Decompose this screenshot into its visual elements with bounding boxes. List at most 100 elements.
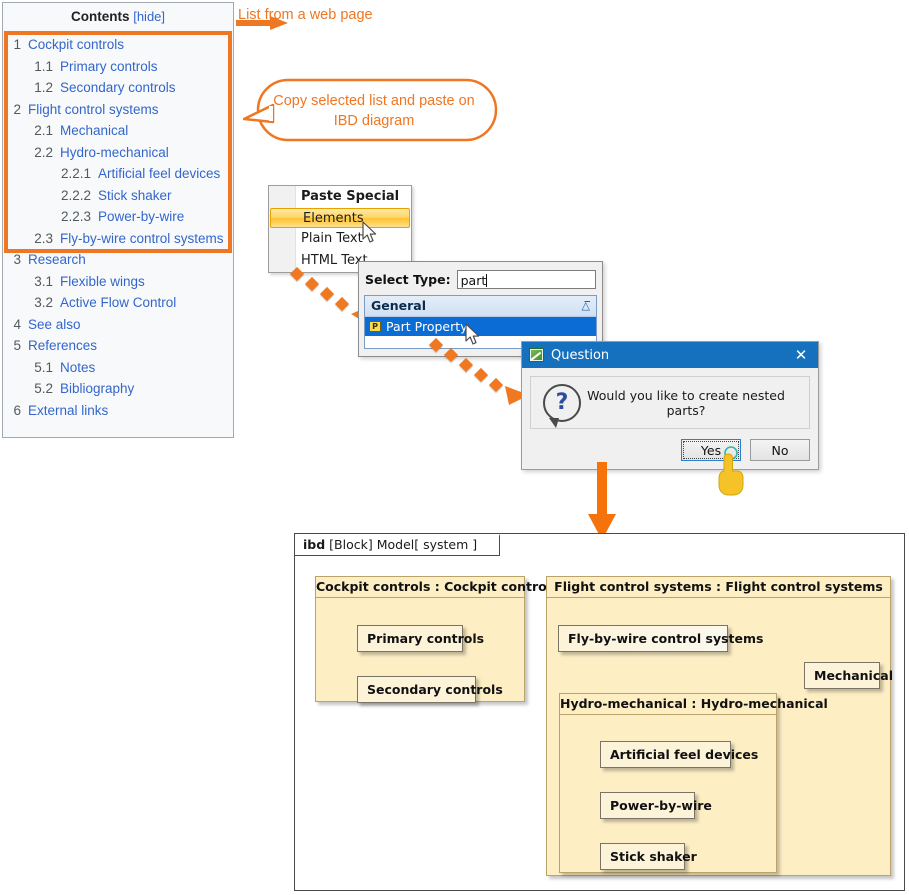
- type-item-label: Part Property: [386, 319, 468, 334]
- toc-item[interactable]: 2.1 Mechanical: [3, 120, 233, 142]
- part-fly-by-wire-control-systems[interactable]: Fly-by-wire control systems: [558, 625, 763, 652]
- frame-type: [Block] Model: [329, 537, 415, 552]
- part-mechanical[interactable]: Mechanical: [804, 662, 893, 689]
- toc-item-label[interactable]: Power-by-wire: [98, 209, 185, 224]
- toc-item[interactable]: 2.3 Fly-by-wire control systems: [3, 228, 233, 250]
- toc-item-number: 2.3: [34, 230, 53, 246]
- type-item-part-property[interactable]: P Part Property: [365, 317, 596, 336]
- toc-item[interactable]: 1.1 Primary controls: [3, 56, 233, 78]
- contents-hide-link[interactable]: [hide]: [133, 9, 166, 24]
- toc-item-number: 5.1: [34, 359, 53, 375]
- question-glyph: ?: [555, 389, 569, 415]
- select-type-label: Select Type:: [365, 272, 451, 287]
- toc-item[interactable]: 2.2.3 Power-by-wire: [3, 206, 233, 228]
- part-property-icon: P: [369, 321, 381, 332]
- callout-text: Copy selected list and paste on IBD diag…: [273, 93, 475, 129]
- part-label: Fly-by-wire control systems: [568, 631, 764, 646]
- part-label: Mechanical: [814, 668, 893, 683]
- toc-item-label[interactable]: See also: [28, 316, 81, 332]
- part-header: Flight control systems : Flight control …: [547, 577, 890, 598]
- toc-item[interactable]: 5.1 Notes: [3, 357, 233, 379]
- toc-item-label[interactable]: Bibliography: [60, 381, 135, 396]
- part-label: Stick shaker: [610, 849, 697, 864]
- type-group-general[interactable]: General △̅: [365, 296, 596, 317]
- select-type-value: part: [460, 273, 487, 288]
- annotation-list-label: List from a web page: [238, 7, 373, 23]
- chevron-up-icon[interactable]: △̅: [581, 299, 590, 312]
- toc-item[interactable]: 6 External links: [3, 400, 233, 422]
- part-primary-controls[interactable]: Primary controls: [357, 625, 484, 652]
- type-results-list[interactable]: General △̅ P Part Property: [364, 295, 597, 349]
- connector-dot: [473, 367, 489, 383]
- dialog-titlebar: Question ✕: [522, 342, 818, 368]
- contents-title-label: Contents: [70, 9, 130, 24]
- menu-item-plain-text[interactable]: Plain Text: [301, 231, 363, 246]
- frame-kind: ibd: [303, 537, 326, 552]
- toc-item-number: 3: [13, 252, 21, 267]
- question-mark-icon: ?: [543, 383, 581, 428]
- toc-item-label[interactable]: Stick shaker: [98, 187, 172, 203]
- connector-dot: [458, 357, 474, 373]
- toc-item-label[interactable]: Flexible wings: [60, 273, 145, 289]
- toc-item-number: 5.2: [34, 381, 53, 396]
- toc-item-label[interactable]: Flight control systems: [28, 101, 159, 117]
- toc-item-number: 2.2.1: [60, 166, 91, 181]
- toc-item-label[interactable]: Active Flow Control: [60, 295, 177, 310]
- connector-dot: [334, 296, 350, 312]
- toc-item[interactable]: 2.2.2 Stick shaker: [3, 185, 233, 207]
- toc-item-label[interactable]: References: [28, 338, 98, 353]
- toc-item[interactable]: 2.2.1 Artificial feel devices: [3, 163, 233, 185]
- flow-down-arrow-icon: [588, 462, 616, 540]
- part-label: Artificial feel devices: [610, 747, 759, 762]
- menu-item-html-text[interactable]: HTML Text: [301, 253, 368, 268]
- toc-item-label[interactable]: External links: [28, 402, 109, 418]
- toc-item-number: 3.2: [34, 295, 53, 310]
- toc-item-number: 3.1: [34, 273, 53, 289]
- toc-item-label[interactable]: Hydro-mechanical: [60, 144, 169, 160]
- toc-item[interactable]: 2 Flight control systems: [3, 99, 233, 121]
- toc-item[interactable]: 3.1 Flexible wings: [3, 271, 233, 293]
- no-button[interactable]: No: [750, 439, 810, 461]
- part-secondary-controls[interactable]: Secondary controls: [357, 676, 503, 703]
- toc-item-label[interactable]: Cockpit controls: [28, 37, 125, 52]
- toc-item-number: 6: [13, 402, 21, 418]
- callout-bubble: [243, 78, 498, 142]
- question-dialog[interactable]: Question ✕ ? Would you like to create ne…: [521, 341, 819, 470]
- dialog-body: ? Would you like to create nested parts?: [530, 376, 810, 429]
- contents-title: Contents [hide]: [3, 3, 233, 30]
- toc-item[interactable]: 5 References: [3, 335, 233, 357]
- menu-item-elements[interactable]: Elements: [270, 208, 410, 228]
- select-type-dialog[interactable]: Select Type: part General △̅ P Part Prop…: [358, 261, 603, 357]
- part-artificial-feel-devices[interactable]: Artificial feel devices: [600, 741, 758, 768]
- toc-item-number: 5: [13, 338, 21, 353]
- toc-item-label[interactable]: Mechanical: [60, 123, 129, 138]
- connector-dot: [488, 377, 504, 393]
- diagram-frame-label: ibd [Block] Model[ system ]: [295, 534, 501, 556]
- toc-item-label[interactable]: Artificial feel devices: [98, 166, 221, 181]
- toc-item[interactable]: 5.2 Bibliography: [3, 378, 233, 400]
- select-type-input[interactable]: part: [456, 270, 596, 289]
- dialog-message: Would you like to create nested parts?: [587, 387, 785, 418]
- toc-item-label[interactable]: Primary controls: [60, 58, 158, 74]
- toc-item-label[interactable]: Research: [28, 252, 86, 267]
- toc-item-number: 2.2.2: [60, 187, 91, 203]
- paste-special-menu[interactable]: Paste Special Elements Plain Text HTML T…: [268, 185, 412, 273]
- toc-item-number: 1.1: [34, 58, 53, 74]
- part-stick-shaker[interactable]: Stick shaker: [600, 843, 697, 870]
- toc-item-number: 2.1: [34, 123, 53, 138]
- toc-item-number: 2.2.3: [60, 209, 91, 224]
- toc-item-label[interactable]: Secondary controls: [60, 80, 176, 95]
- toc-item-number: 2: [13, 101, 21, 117]
- part-power-by-wire[interactable]: Power-by-wire: [600, 792, 712, 819]
- mouse-pointer-icon: [465, 323, 480, 345]
- toc-item[interactable]: 3.2 Active Flow Control: [3, 292, 233, 314]
- toc-item-label[interactable]: Fly-by-wire control systems: [60, 230, 224, 246]
- toc-item[interactable]: 3 Research: [3, 249, 233, 271]
- close-icon[interactable]: ✕: [794, 347, 808, 364]
- toc-item-label[interactable]: Notes: [60, 359, 96, 375]
